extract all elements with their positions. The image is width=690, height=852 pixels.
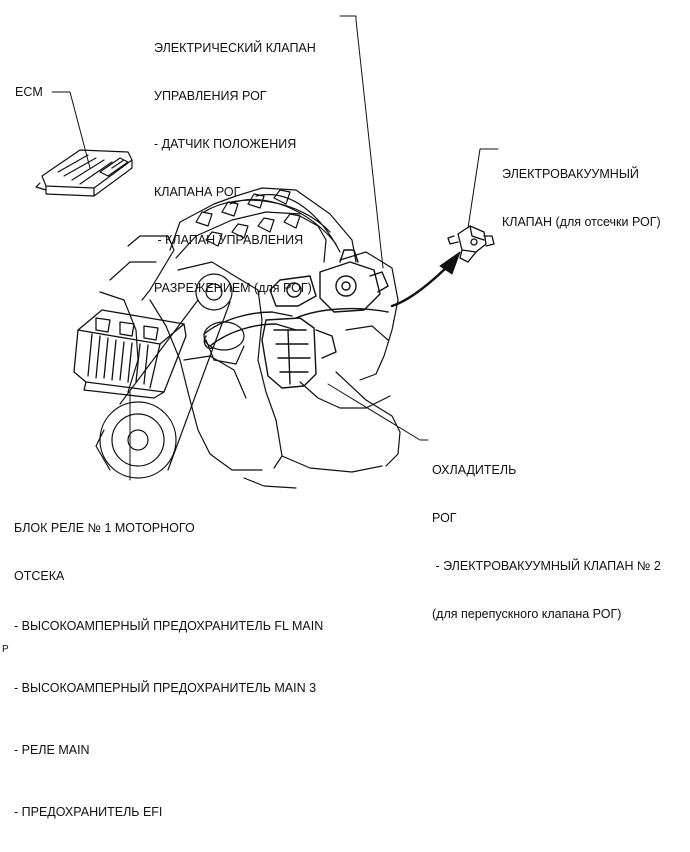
- corner-mark: P: [2, 644, 9, 655]
- label-egr-valve-line-1: ЭЛЕКТРИЧЕСКИЙ КЛАПАН: [154, 41, 316, 55]
- egr-assembly: [203, 249, 389, 389]
- label-egr-cooler-line-2: РОГ: [432, 511, 457, 525]
- label-egr-valve-line-4: КЛАПАНА РОГ: [154, 185, 241, 199]
- relay-block-item-main-3: - ВЫСОКОАМПЕРНЫЙ ПРЕДОХРАНИТЕЛЬ MAIN 3: [14, 681, 317, 695]
- label-egr-valve: ЭЛЕКТРИЧЕСКИЙ КЛАПАН УПРАВЛЕНИЯ РОГ - ДА…: [154, 8, 316, 328]
- label-egr-valve-line-5: - КЛАПАН УПРАВЛЕНИЯ: [154, 233, 304, 247]
- label-egr-valve-line-3: - ДАТЧИК ПОЛОЖЕНИЯ: [154, 137, 297, 151]
- label-vsv-cutoff: ЭЛЕКТРОВАКУУМНЫЙ КЛАПАН (для отсечки РОГ…: [502, 134, 661, 262]
- label-egr-cooler-line-4: (для перепускного клапана РОГ): [432, 607, 622, 621]
- relay-block-item-relay-main: - РЕЛЕ MAIN: [14, 743, 90, 757]
- engine-illustration: [35, 15, 499, 489]
- label-relay-block: БЛОК РЕЛЕ № 1 МОТОРНОГО ОТСЕКА - ВЫСОКОА…: [14, 488, 323, 852]
- relay-block-item-fl-main: - ВЫСОКОАМПЕРНЫЙ ПРЕДОХРАНИТЕЛЬ FL MAIN: [14, 619, 324, 633]
- label-egr-valve-line-6: РАЗРЕЖЕНИЕМ (для РОГ): [154, 281, 312, 295]
- relay-block-item-efi: - ПРЕДОХРАНИТЕЛЬ EFI: [14, 805, 163, 819]
- pointer-arrow: [390, 251, 461, 308]
- relay-block-title-line-1: БЛОК РЕЛЕ № 1 МОТОРНОГО: [14, 521, 195, 535]
- relay-block: [73, 309, 187, 399]
- label-egr-valve-line-2: УПРАВЛЕНИЯ РОГ: [154, 89, 267, 103]
- label-egr-cooler: ОХЛАДИТЕЛЬ РОГ - ЭЛЕКТРОВАКУУМНЫЙ КЛАПАН…: [432, 430, 661, 654]
- label-vsv-cutoff-line-1: ЭЛЕКТРОВАКУУМНЫЙ: [502, 167, 639, 181]
- vsv-cutoff-valve: [447, 225, 495, 263]
- relay-block-title-line-2: ОТСЕКА: [14, 569, 65, 583]
- label-egr-cooler-line-3: - ЭЛЕКТРОВАКУУМНЫЙ КЛАПАН № 2: [432, 559, 661, 573]
- label-vsv-cutoff-line-2: КЛАПАН (для отсечки РОГ): [502, 215, 661, 229]
- label-egr-cooler-line-1: ОХЛАДИТЕЛЬ: [432, 463, 517, 477]
- label-ecm: ECM: [15, 85, 43, 99]
- engine-block: [95, 187, 401, 489]
- ecm-unit: [35, 149, 133, 197]
- diagram-canvas: ЭЛЕКТРИЧЕСКИЙ КЛАПАН УПРАВЛЕНИЯ РОГ - ДА…: [2, 8, 661, 819]
